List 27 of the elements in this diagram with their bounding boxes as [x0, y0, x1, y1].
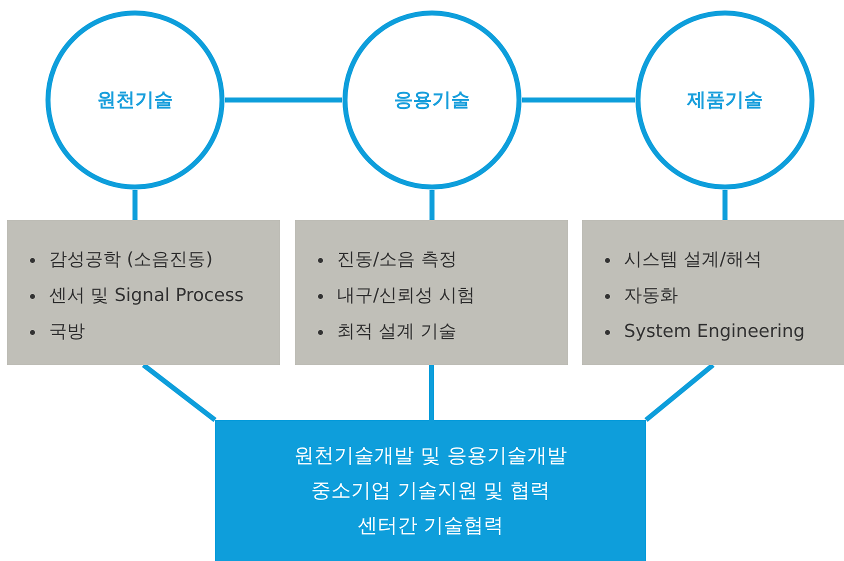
list-box: [7, 220, 280, 365]
summary-line: 센터간 기술협력: [357, 512, 504, 539]
bullet-item: 내구/신뢰성 시험: [337, 285, 475, 306]
circle-title: 제품기술: [686, 88, 764, 113]
connector-line: [644, 363, 715, 422]
circle-title: 응용기술: [393, 88, 471, 113]
bullet-item: 최적 설계 기술: [337, 321, 456, 342]
bullet-item: 시스템 설계/해석: [624, 249, 762, 270]
circle-title: 원천기술: [96, 88, 174, 113]
connector-line: [225, 98, 342, 102]
connector-line: [429, 365, 434, 420]
bullet-item: 감성공학 (소음진동): [49, 249, 213, 270]
summary-line: 중소기업 기술지원 및 협력: [310, 477, 550, 504]
summary-box: [215, 420, 646, 561]
list-box: [582, 220, 844, 365]
bullet-item: 자동화: [624, 285, 678, 306]
bullet-item: 국방: [49, 321, 85, 342]
connector-line: [132, 190, 138, 220]
connector-line: [430, 190, 434, 220]
connector-line: [722, 190, 728, 220]
list-box: [295, 220, 568, 365]
bullet-item: 센서 및 Signal Process: [49, 285, 244, 306]
bullet-item: System Engineering: [624, 321, 805, 342]
summary-line: 원천기술개발 및 응용기술개발: [294, 442, 567, 469]
connector-line: [522, 98, 635, 102]
connector-line: [142, 363, 217, 422]
bullet-item: 진동/소음 측정: [337, 249, 457, 270]
